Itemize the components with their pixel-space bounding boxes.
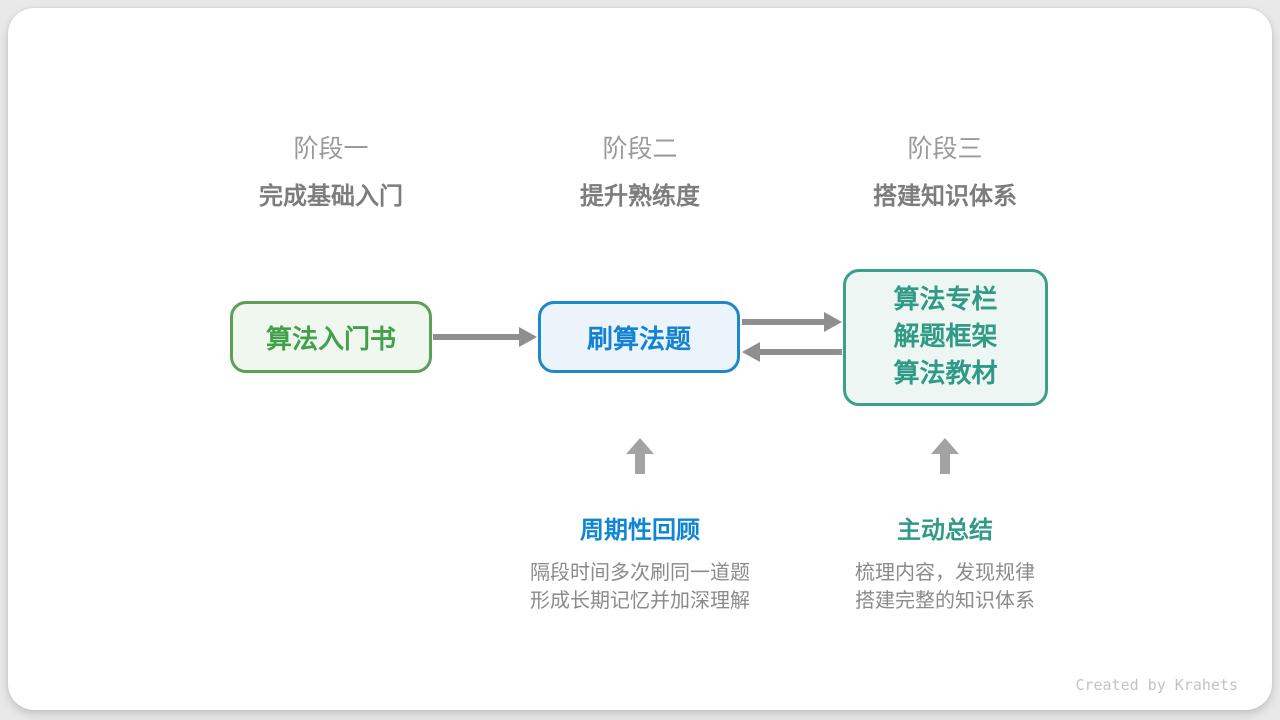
- callout-review-desc: 隔段时间多次刷同一道题 形成长期记忆并加深理解: [480, 558, 800, 614]
- arrow-stem: [940, 454, 950, 474]
- box-intro-book: 算法入门书: [230, 301, 432, 373]
- callout-review-desc-line-2: 形成长期记忆并加深理解: [530, 588, 750, 612]
- arrow-resources-to-practice-icon: [742, 342, 842, 362]
- stage-2-label: 阶段二: [602, 134, 678, 163]
- arrow-head: [824, 312, 842, 332]
- up-arrow-review-icon: [626, 438, 654, 474]
- arrow-intro-to-practice-icon: [433, 327, 537, 347]
- box-resources-line-2: 解题框架: [893, 322, 998, 352]
- callout-summarize-desc-line-2: 搭建完整的知识体系: [855, 588, 1035, 612]
- stage-1-subtitle: 完成基础入门: [259, 182, 403, 210]
- stage-1-label: 阶段一: [293, 134, 369, 163]
- credit-text: Created by Krahets: [1075, 676, 1238, 694]
- box-practice: 刷算法题: [538, 301, 740, 373]
- up-arrow-summarize-icon: [931, 438, 959, 474]
- arrow-stem: [756, 349, 842, 355]
- arrow-head: [931, 438, 959, 454]
- box-resources: 算法专栏 解题框架 算法教材: [843, 269, 1048, 406]
- arrow-practice-to-resources-icon: [742, 312, 842, 332]
- arrow-stem: [635, 454, 645, 474]
- arrow-stem: [742, 319, 828, 325]
- stage-2-subtitle: 提升熟练度: [580, 182, 700, 210]
- arrow-stem: [433, 334, 523, 340]
- callout-review-title: 周期性回顾: [580, 516, 700, 544]
- callout-summarize-title: 主动总结: [897, 516, 993, 544]
- callout-summarize-desc: 梳理内容，发现规律 搭建完整的知识体系: [785, 558, 1105, 614]
- callout-summarize-desc-line-1: 梳理内容，发现规律: [855, 560, 1035, 584]
- arrow-head: [742, 342, 760, 362]
- callout-review-desc-line-1: 隔段时间多次刷同一道题: [530, 560, 750, 584]
- box-resources-line-3: 算法教材: [893, 359, 998, 389]
- arrow-head: [626, 438, 654, 454]
- box-resources-line-1: 算法专栏: [893, 285, 998, 315]
- stage-3-subtitle: 搭建知识体系: [873, 182, 1017, 210]
- box-intro-book-label: 算法入门书: [265, 324, 396, 355]
- box-practice-label: 刷算法题: [586, 324, 691, 355]
- arrow-head: [519, 327, 537, 347]
- stage-3-label: 阶段三: [907, 134, 983, 163]
